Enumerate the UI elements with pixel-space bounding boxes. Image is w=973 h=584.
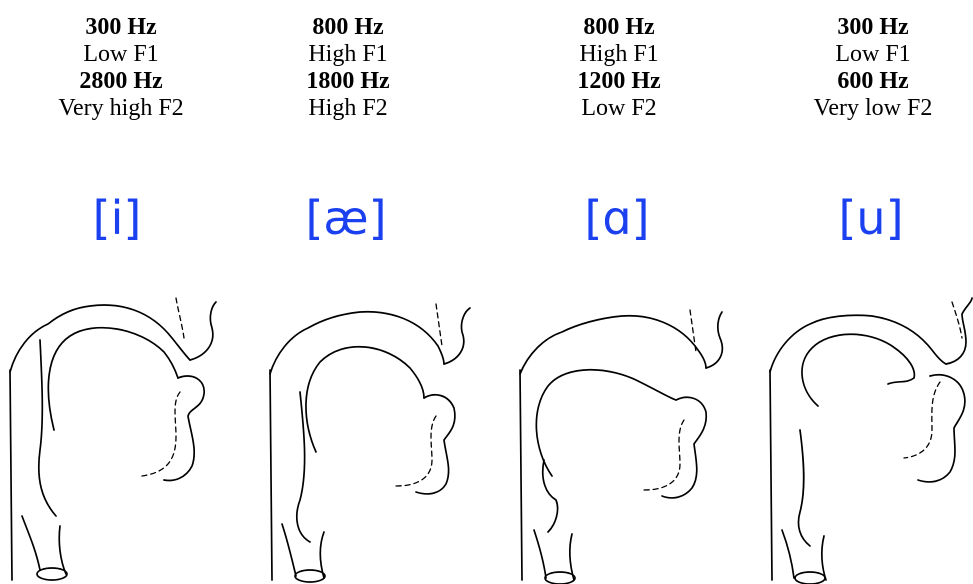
tongue-contour — [536, 370, 676, 476]
f1-value: 800 Hz — [519, 14, 719, 41]
right-bracket: ] — [632, 191, 650, 245]
vowel-column-u: 300 Hz Low F1 600 Hz Very low F2 — [773, 14, 973, 122]
larynx-tube — [22, 516, 66, 574]
ipa-symbol: u — [856, 191, 885, 245]
ipa-symbol: ɑ — [602, 191, 631, 245]
lower-lip — [164, 376, 204, 481]
f1-value: 300 Hz — [773, 14, 973, 41]
f1-description: High F1 — [248, 41, 448, 68]
f2-value: 1800 Hz — [248, 68, 448, 95]
upper-lip — [946, 298, 972, 364]
lower-lip — [918, 375, 965, 482]
f2-description: High F2 — [248, 95, 448, 122]
posterior-pharynx-wall — [270, 370, 272, 580]
epiglottis — [297, 392, 310, 542]
vowel-symbol-i: [i] — [17, 192, 217, 244]
f2-description: Low F2 — [519, 95, 719, 122]
glottis — [295, 570, 325, 582]
vocal-tract-a — [520, 310, 722, 584]
jaw-dash — [142, 392, 180, 476]
vocal-tract-ae — [270, 304, 470, 582]
f1-value: 800 Hz — [248, 14, 448, 41]
teeth-dash — [436, 304, 442, 346]
left-bracket: [ — [93, 191, 111, 245]
glottis — [795, 572, 825, 584]
vowel-column-ae: 800 Hz High F1 1800 Hz High F2 — [248, 14, 448, 122]
left-bracket: [ — [584, 191, 602, 245]
upper-lip — [190, 302, 216, 360]
jaw-dash — [644, 420, 684, 490]
palate-contour — [770, 315, 946, 372]
palate-contour — [520, 316, 706, 374]
vocal-tract-u — [770, 298, 972, 584]
upper-lip — [706, 312, 722, 368]
jaw-dash — [396, 416, 436, 486]
f2-value: 600 Hz — [773, 68, 973, 95]
vowel-column-i: 300 Hz Low F1 2800 Hz Very high F2 — [21, 14, 221, 122]
f1-description: Low F1 — [21, 41, 221, 68]
vocal-tract-diagrams — [0, 280, 973, 584]
vowel-symbol-u: [u] — [771, 192, 971, 244]
f2-value: 2800 Hz — [21, 68, 221, 95]
f2-value: 1200 Hz — [519, 68, 719, 95]
palate-contour — [10, 305, 190, 372]
teeth-dash — [690, 310, 696, 352]
lower-lip — [662, 397, 706, 498]
right-bracket: ] — [886, 191, 904, 245]
tongue-contour — [306, 347, 424, 452]
glottis — [37, 568, 67, 580]
vowel-symbol-ae: [æ] — [246, 192, 446, 244]
left-bracket: [ — [838, 191, 856, 245]
lip-dash — [952, 302, 962, 338]
f2-description: Very low F2 — [773, 95, 973, 122]
jaw-dash — [904, 382, 940, 458]
right-bracket: ] — [123, 191, 141, 245]
posterior-pharynx-wall — [770, 370, 772, 580]
glottis — [545, 572, 575, 584]
upper-lip — [444, 308, 470, 364]
f2-description: Very high F2 — [21, 95, 221, 122]
palate-contour — [270, 312, 444, 374]
f1-value: 300 Hz — [21, 14, 221, 41]
ipa-symbol: æ — [323, 191, 368, 245]
posterior-pharynx-wall — [10, 370, 12, 580]
epiglottis — [543, 460, 558, 532]
posterior-pharynx-wall — [520, 370, 522, 580]
ipa-symbol: i — [111, 191, 124, 245]
tongue-contour — [48, 328, 178, 430]
tongue-contour — [802, 334, 914, 406]
vowel-column-a: 800 Hz High F1 1200 Hz Low F2 — [519, 14, 719, 122]
f1-description: High F1 — [519, 41, 719, 68]
left-bracket: [ — [305, 191, 323, 245]
right-bracket: ] — [369, 191, 387, 245]
teeth-dash — [176, 298, 184, 338]
vowel-symbol-a: [ɑ] — [517, 192, 717, 244]
vocal-tract-i — [10, 298, 216, 580]
f1-description: Low F1 — [773, 41, 973, 68]
epiglottis — [798, 430, 810, 546]
